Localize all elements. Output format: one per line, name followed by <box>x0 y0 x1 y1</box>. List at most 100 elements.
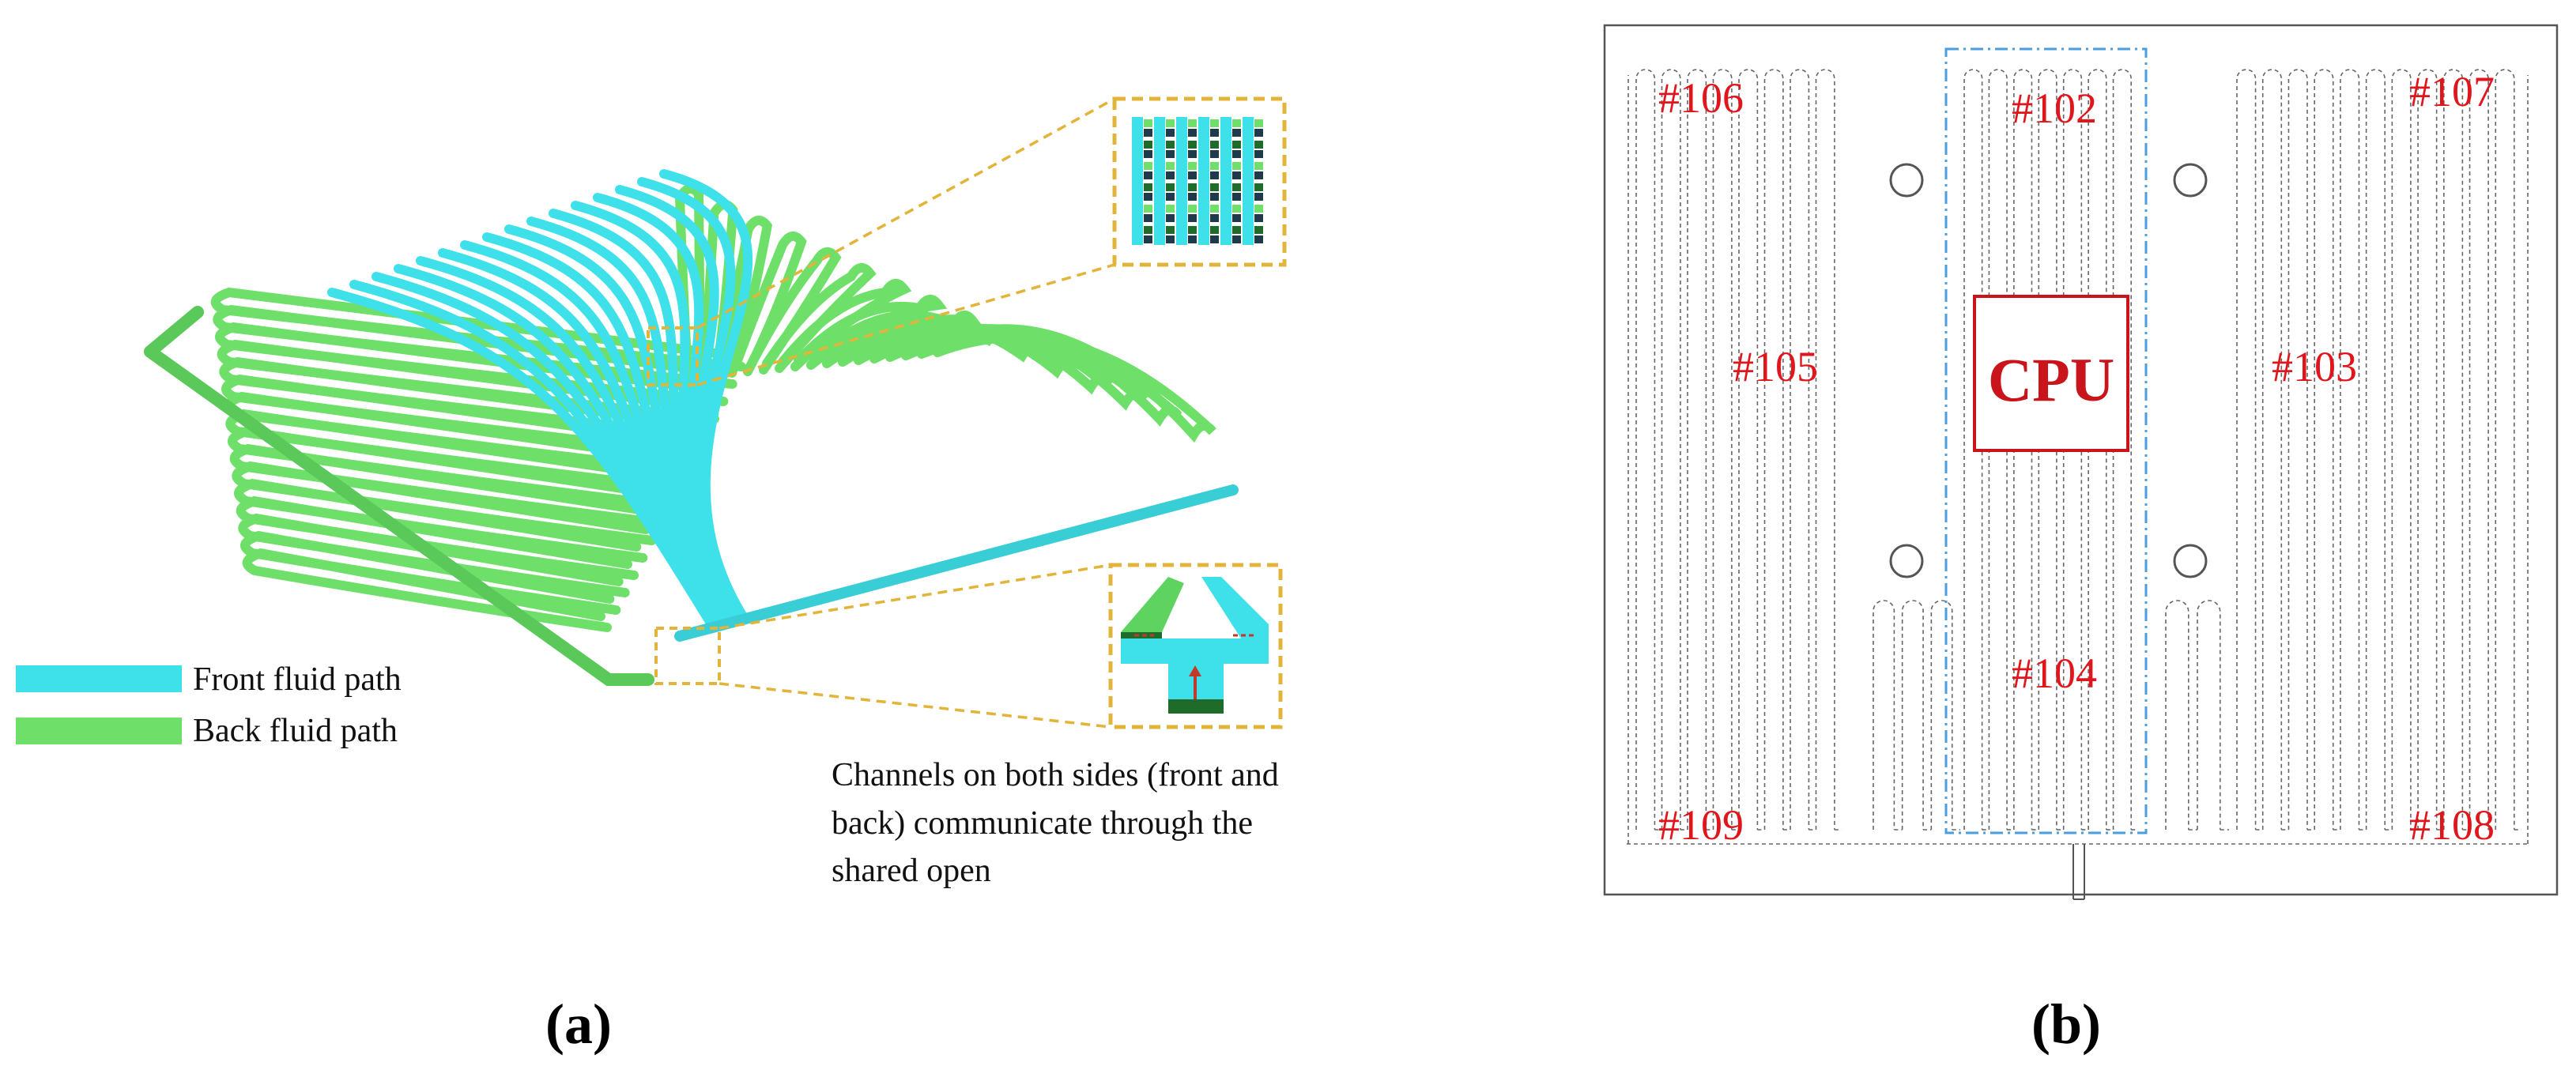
grid-cell <box>1220 224 1231 245</box>
grid-cell <box>1188 214 1197 222</box>
back-fluid-channels <box>210 184 1216 632</box>
grid-cell <box>1198 202 1209 224</box>
grid-cell <box>1176 117 1187 138</box>
grid-cell <box>1232 183 1241 191</box>
grid-cell <box>1154 202 1165 224</box>
legend-front-swatch <box>16 665 182 692</box>
grid-cell <box>1232 129 1241 137</box>
legend-back-swatch <box>16 718 182 744</box>
serpentine-loop <box>2287 69 2308 830</box>
detail-region-opening <box>654 627 721 685</box>
grid-cell <box>1188 226 1197 234</box>
serpentine-loop <box>2088 69 2107 830</box>
serpentine-loop <box>2261 69 2283 830</box>
zone-label-105: #105 <box>1733 343 1818 390</box>
central-region-highlight <box>1944 47 2148 834</box>
grid-cell <box>1176 160 1187 181</box>
grid-cell <box>1154 224 1165 245</box>
grid-cell <box>1254 162 1263 170</box>
serpentine-loop <box>2236 69 2257 830</box>
grid-cell <box>1188 129 1197 137</box>
grid-cell <box>1232 150 1241 158</box>
grid-cell <box>1220 202 1231 224</box>
legend: Front fluid path Back fluid path <box>16 661 402 749</box>
grid-cell <box>1154 138 1165 160</box>
grid-cell <box>1210 214 1219 222</box>
serpentine-loop <box>2391 69 2412 830</box>
grid-cell <box>1144 119 1152 127</box>
svg-text:back) communicate through the: back) communicate through the <box>832 805 1253 842</box>
zone-label-106: #106 <box>1658 74 1744 122</box>
grid-cell <box>1144 183 1152 191</box>
panel-label-b: (b) <box>2031 993 2101 1056</box>
grid-cell <box>1243 117 1254 138</box>
grid-cell <box>1188 141 1197 149</box>
grid-cell <box>1154 181 1165 202</box>
grid-cell <box>1198 181 1209 202</box>
grid-cell <box>1144 129 1152 137</box>
panel-a: Front fluid path Back fluid path Channel… <box>16 96 1287 1056</box>
grid-cell <box>1166 193 1175 201</box>
grid-cell <box>1243 202 1254 224</box>
zone-label-108: #108 <box>2409 801 2495 849</box>
front-fluid-channels <box>327 169 753 629</box>
inset-shared-opening <box>1108 563 1283 729</box>
grid-cell <box>1254 119 1263 127</box>
grid-cell <box>1144 171 1152 179</box>
grid-cell <box>1232 162 1241 170</box>
channel-frame <box>1627 75 2529 845</box>
serpentine-loop <box>1901 600 1924 830</box>
grid-cell <box>1198 117 1209 138</box>
grid-cell <box>1166 171 1175 179</box>
grid-cell <box>1166 141 1175 149</box>
grid-cell <box>1243 181 1254 202</box>
serpentine-loop <box>2314 69 2334 830</box>
serpentine-loop <box>1873 600 1895 830</box>
grid-cell <box>1166 205 1175 213</box>
annotation-note: Channels on both sides (front and back) … <box>832 757 1279 889</box>
grid-cell <box>1210 129 1219 137</box>
serpentine-loop <box>1790 69 1810 830</box>
panel-b: CPU #106 #102 #107 #105 #103 #104 #109 #… <box>1603 24 2559 1056</box>
grid-cell <box>1188 193 1197 201</box>
grid-cell <box>1166 119 1175 127</box>
grid-cell <box>1132 160 1143 181</box>
grid-cell <box>1188 183 1197 191</box>
grid-cell <box>1232 141 1241 149</box>
grid-cell <box>1144 141 1152 149</box>
grid-cell <box>1254 193 1263 201</box>
grid-cell <box>1188 205 1197 213</box>
grid-cell <box>1210 205 1219 213</box>
serpentine-loop <box>2340 69 2360 830</box>
serpentine-loop <box>1661 69 1681 830</box>
outlet-port <box>2072 844 2085 900</box>
svg-text:shared open: shared open <box>832 853 991 889</box>
serpentine-loop <box>1815 69 1835 830</box>
grid-cell <box>1254 226 1263 234</box>
grid-cell <box>1176 202 1187 224</box>
grid-cell <box>1144 226 1152 234</box>
panel-label-a: (a) <box>545 993 612 1056</box>
grid-cell <box>1166 214 1175 222</box>
front-channel <box>659 169 753 621</box>
grid-cell <box>1198 160 1209 181</box>
mounting-hole <box>2173 544 2208 578</box>
serpentine-loop <box>2417 69 2438 830</box>
grid-cell <box>1144 162 1152 170</box>
zone-label-109: #109 <box>1658 801 1744 849</box>
grid-cell <box>1132 224 1143 245</box>
serpentine-loop <box>1738 69 1759 830</box>
grid-cell <box>1210 183 1219 191</box>
serpentine-loop <box>1963 69 1983 830</box>
grid-cell <box>1210 119 1219 127</box>
serpentine-loop <box>1635 69 1656 830</box>
grid-cell <box>1176 181 1187 202</box>
serpentine-loop <box>1712 69 1733 830</box>
serpentine-loop <box>2038 69 2057 830</box>
grid-cell <box>1220 138 1231 160</box>
legend-back-label: Back fluid path <box>193 713 398 749</box>
serpentine-loop <box>2365 69 2386 830</box>
grid-cell <box>1210 235 1219 243</box>
serpentine-loop <box>2197 600 2221 830</box>
zone-label-102: #102 <box>2012 85 2097 132</box>
